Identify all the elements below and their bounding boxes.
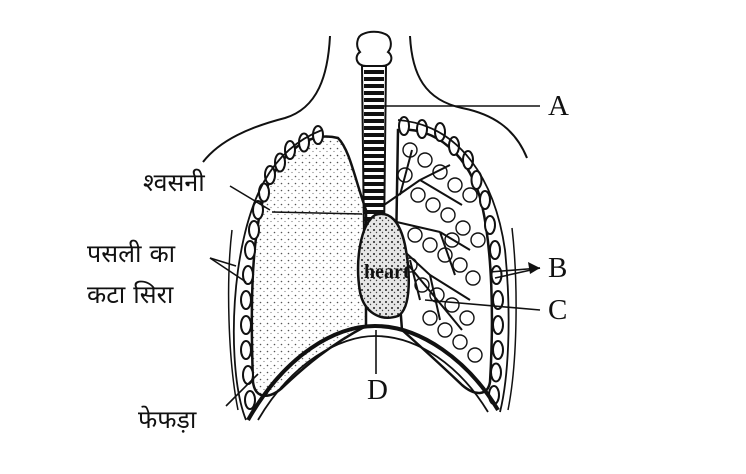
alveolus — [410, 187, 426, 203]
rib-section — [242, 265, 254, 285]
rib-section — [240, 290, 252, 310]
alveolus — [425, 197, 441, 213]
neck-outline-left — [202, 35, 331, 163]
rib-section — [479, 190, 491, 210]
label-d: D — [367, 374, 388, 406]
right-lung — [383, 128, 494, 395]
label-cut-rib-line1: पसली का — [87, 239, 176, 268]
alveolus — [455, 220, 471, 236]
alveolus — [414, 277, 430, 293]
label-lung: फेफड़ा — [138, 405, 197, 434]
alveolus — [452, 334, 468, 350]
rib-section — [470, 170, 483, 190]
alveolus — [470, 232, 486, 248]
label-c: C — [548, 294, 568, 326]
heart-label: heart — [364, 261, 410, 283]
rib-section — [492, 340, 504, 360]
rib-section — [244, 240, 256, 260]
right-rib-wall — [397, 119, 510, 413]
label-cut-rib-line2: कटा सिरा — [87, 280, 174, 309]
rib-section — [258, 182, 270, 203]
alveolus — [465, 270, 481, 286]
leader-lines — [209, 105, 541, 407]
alveolus — [407, 227, 423, 243]
alveolus — [422, 237, 438, 253]
rib-section — [490, 265, 503, 285]
neck-outline-right — [409, 35, 528, 159]
alveolus — [422, 310, 438, 326]
left-rib-wall — [232, 129, 323, 421]
alveolus — [444, 297, 460, 313]
alveolus — [437, 322, 453, 338]
arrowhead-b — [528, 262, 540, 274]
rib-section — [490, 362, 502, 383]
label-trachea: श्वसनी — [143, 168, 205, 197]
rib-section — [484, 215, 496, 235]
rib-section — [489, 240, 501, 260]
trachea — [355, 30, 393, 239]
bronchial-tree — [383, 149, 471, 331]
rib-section — [274, 152, 286, 173]
rib-section — [462, 150, 474, 170]
rib-section — [252, 200, 264, 220]
alveolus — [462, 187, 478, 203]
alveolus — [447, 177, 463, 193]
alveolus — [417, 152, 433, 168]
heart: heart — [356, 212, 410, 319]
rib-section — [312, 125, 324, 145]
alveolus — [440, 207, 456, 223]
alveolus — [452, 257, 468, 273]
alveolus — [459, 310, 475, 326]
rib-section — [240, 315, 252, 335]
alveolus — [467, 347, 483, 363]
rib-section — [240, 340, 252, 360]
label-b: B — [548, 252, 568, 284]
rib-section — [492, 315, 504, 335]
rib-section — [248, 220, 260, 240]
label-a: A — [548, 90, 569, 122]
diaphragm — [246, 323, 500, 421]
rib-section — [416, 119, 428, 139]
rib-section — [244, 390, 256, 410]
rib-section — [492, 290, 504, 310]
rib-section — [264, 165, 276, 185]
